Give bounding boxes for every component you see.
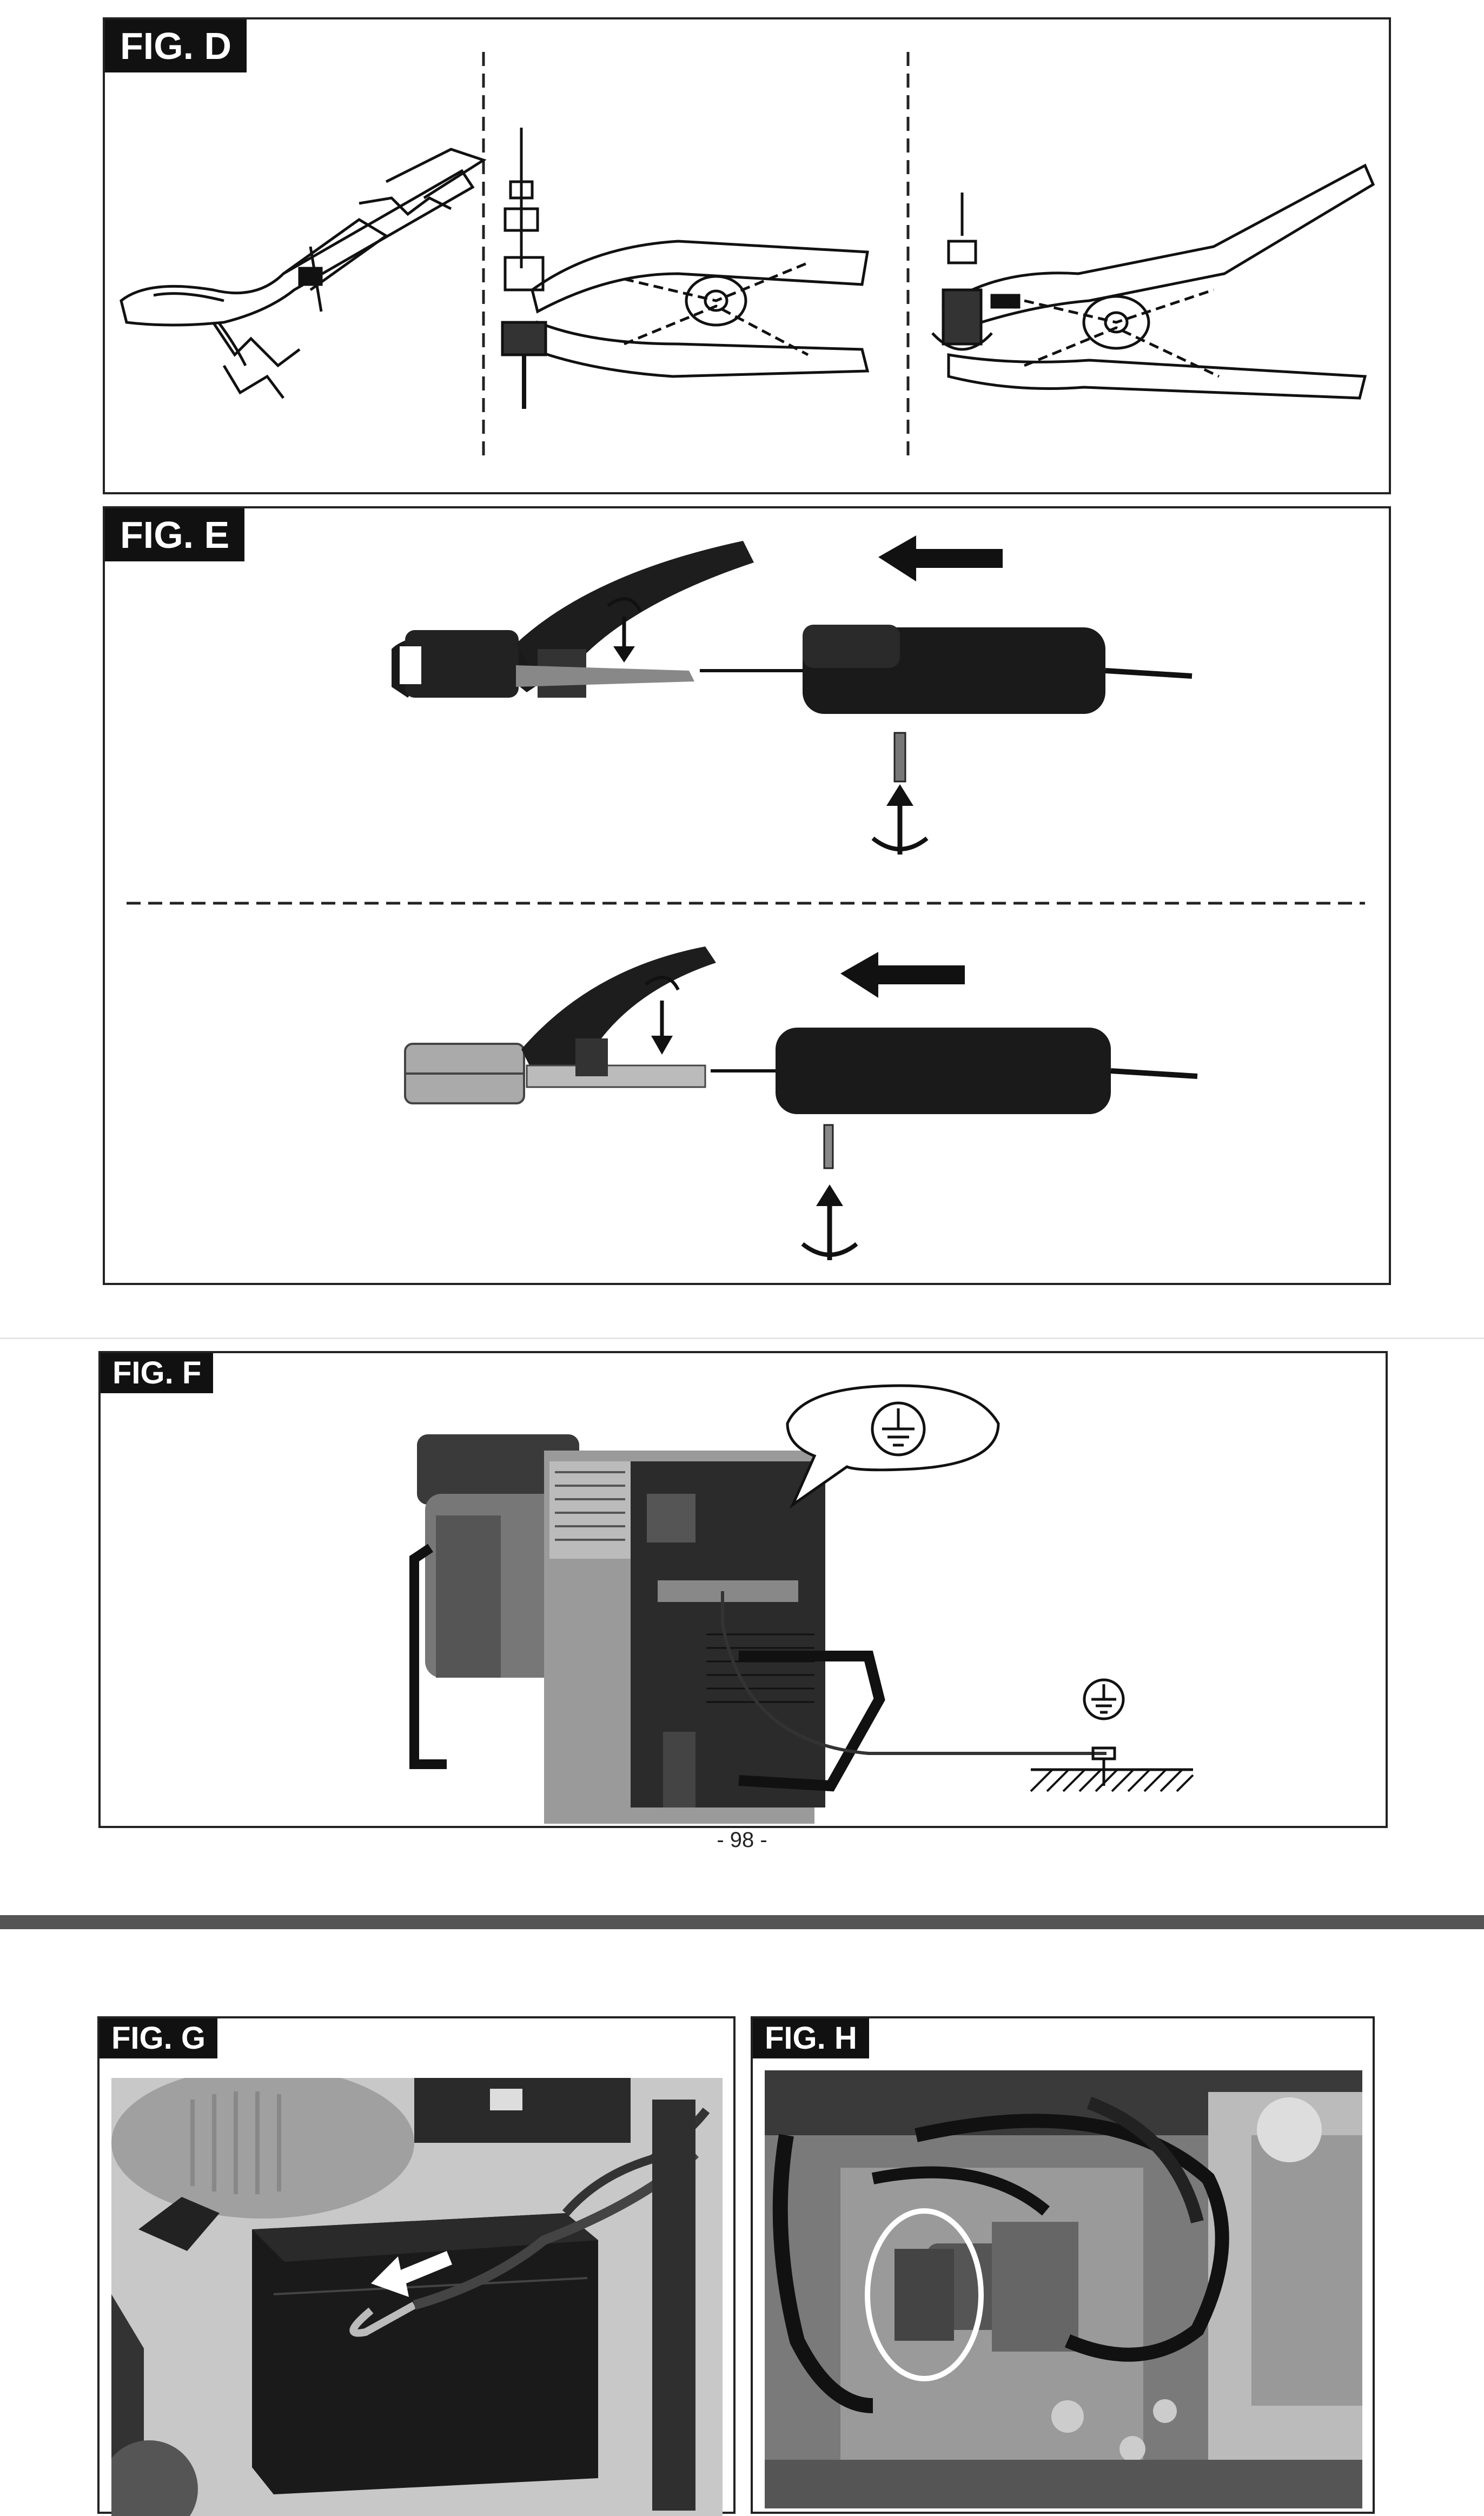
ground-cable (721, 1591, 1107, 1755)
ground-clamp-drawing-3 (931, 163, 1375, 400)
figure-d-label: FIG. D (105, 19, 247, 72)
figure-e-panel: FIG. E (103, 506, 1391, 1285)
figure-d-illustration (120, 52, 1375, 458)
figure-e-label: FIG. E (105, 508, 245, 561)
section-divider-thin (0, 1338, 1484, 1339)
electrode-holder-drawing-2 (404, 946, 1198, 1260)
figure-d-panel: FIG. D (103, 17, 1391, 494)
figure-f-panel: FIG. F (98, 1351, 1388, 1828)
figure-f-illustration (409, 1384, 1194, 1824)
carburetor-photo (765, 2070, 1362, 2508)
page-number: - 98 - (717, 1828, 767, 1852)
ground-clamp-drawing-1 (120, 148, 487, 399)
arrow-left-icon (371, 2251, 452, 2297)
figure-h-panel: FIG. H (751, 2016, 1375, 2514)
section-divider-thick (0, 1915, 1484, 1929)
arrow-left-icon (878, 535, 1003, 581)
figure-h-label: FIG. H (753, 2018, 869, 2058)
figure-f-label: FIG. F (101, 1353, 214, 1393)
ground-callout-bubble (786, 1384, 1000, 1509)
ground-clamp-drawing-2 (501, 128, 870, 409)
figure-g-panel: FIG. G (97, 2016, 736, 2516)
ground-symbol-icon (871, 1401, 926, 1456)
figure-e-illustration (127, 535, 1365, 1260)
electrode-holder-drawing-1 (392, 541, 1192, 855)
ground-stake (1031, 1678, 1193, 1786)
welder-generator-drawing (409, 1434, 885, 1824)
figure-g-label: FIG. G (100, 2018, 217, 2058)
highlight-circle (865, 2208, 984, 2381)
battery-photo (111, 2078, 723, 2516)
